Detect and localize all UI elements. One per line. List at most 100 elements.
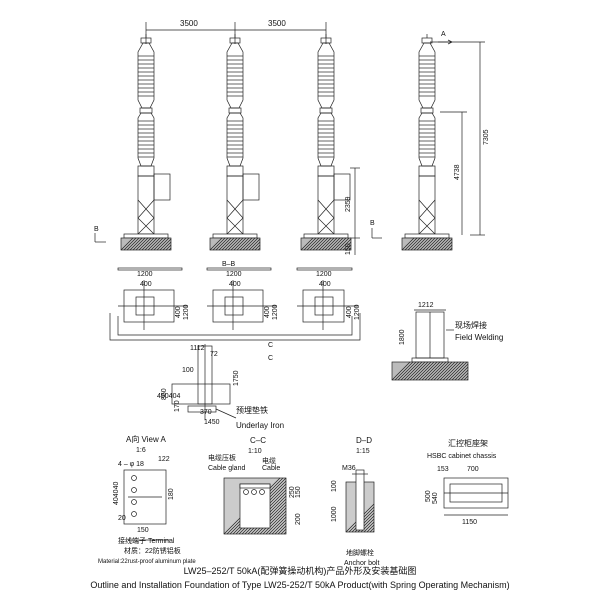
hatch-line [422, 237, 436, 251]
plan-dim-1112: 1112 [190, 345, 205, 352]
pole-elevations [120, 34, 352, 251]
hatch-line [445, 361, 465, 381]
anchor-bolt-en: Anchor bolt [344, 560, 379, 567]
section-b-left: B [94, 226, 99, 233]
hatch-line [336, 237, 350, 251]
hatch-line [120, 237, 134, 251]
hatch-line [404, 237, 418, 251]
bolt-hole-1 [131, 475, 137, 481]
hatch-line [254, 244, 261, 251]
section-c-bottom: C [268, 355, 273, 362]
hatch-line [259, 507, 287, 535]
hatch-line [454, 366, 469, 381]
section-dd-detail [345, 469, 375, 533]
view-a-dim-20: 20 [118, 515, 126, 522]
dim-4738: 4738 [454, 164, 461, 180]
view-a-dim-122: 122 [158, 456, 170, 463]
hatch-line [409, 361, 429, 381]
hatch-line [427, 361, 447, 381]
section-cc-detail [223, 477, 287, 535]
cable-trench-outer [109, 313, 361, 341]
plan-dim-100: 100 [182, 367, 194, 374]
section-cc-labels: C–C 1:10 电缆压板 Cable gland 电缆 Cable 250 1… [208, 436, 302, 525]
embedded-iron-cn: 预埋垫铁 [236, 405, 268, 415]
hatch-line [436, 361, 456, 381]
iron-leader [215, 408, 237, 419]
cabinet-pad [171, 383, 231, 405]
dd-dim-100: 100 [331, 480, 338, 492]
bolt-hole-2 [131, 487, 137, 493]
hatch-line [147, 237, 161, 251]
plan-dim-400404: 400404 [157, 393, 180, 400]
plan-dim-bar [117, 267, 183, 271]
dim-150-top: 150 [345, 243, 352, 255]
hatch-line [256, 504, 287, 535]
hatch-line [271, 519, 287, 535]
hatch-line [156, 237, 170, 251]
hatch-line [424, 361, 444, 381]
cabinet-labels: 1212 1800 现场焊接 Field Welding [399, 302, 503, 345]
view-a-marker: A [441, 31, 446, 38]
support-frame [418, 175, 436, 235]
mechanism-head [317, 165, 335, 177]
cable-2 [251, 489, 257, 495]
field-welding-en: Field Welding [455, 333, 503, 342]
plan-dim-72: 72 [210, 351, 218, 358]
upper-insulator [317, 42, 335, 109]
hatch-line [303, 237, 317, 251]
cross-brace [137, 199, 155, 235]
hatch-line [162, 241, 172, 251]
cable-cn: 电缆 [262, 456, 276, 465]
terminal-plate [123, 469, 167, 525]
pole-side [401, 34, 453, 251]
hatch-line [413, 237, 427, 251]
view-a-holes: 4 – φ 18 [118, 461, 144, 468]
hatch-line [403, 361, 423, 381]
hatch-line [466, 378, 469, 381]
plan-dim-400-side-a: 400 [175, 306, 182, 318]
pole-3 [300, 34, 352, 251]
terminal-label: 接线端子 Terminal [118, 536, 175, 545]
hatch-line [372, 530, 375, 533]
hatch-line [144, 237, 158, 251]
hatch-line [268, 516, 287, 535]
hatch-line [433, 361, 453, 381]
material-en: Material:22rust-proof aluminum plate [98, 559, 196, 565]
hatch-line [330, 237, 344, 251]
plan-foundation-3 [296, 267, 358, 330]
hatch-line [315, 237, 329, 251]
hatch-line [153, 237, 167, 251]
anchor-bolt [355, 469, 365, 531]
hatch-line [215, 237, 229, 251]
hatch-line [394, 361, 414, 381]
hatch-line [460, 372, 469, 381]
hatch-line [428, 237, 442, 251]
foundation-hatch [209, 237, 261, 251]
foundation-hatch [300, 237, 352, 251]
hatch-line [300, 237, 314, 251]
cc-dim-200: 200 [295, 513, 302, 525]
section-dd-title: D–D [356, 436, 372, 445]
view-a-dim-404040: 404040 [113, 482, 120, 505]
hatch-line [434, 237, 448, 251]
hatch-line [209, 237, 223, 251]
bolt-hole-3 [131, 499, 137, 505]
hatch-line [339, 238, 352, 251]
base-plate [303, 233, 349, 239]
dd-dim-1000: 1000 [331, 506, 338, 522]
hatch-line [265, 513, 287, 535]
dim-2359: 2359 [345, 196, 352, 212]
hatch-line [165, 244, 172, 251]
hatch-line [412, 361, 432, 381]
mechanism-dimensions: 2359 150 [345, 167, 360, 255]
view-a-dim-150: 150 [137, 527, 149, 534]
cable-3 [259, 489, 265, 495]
hatch-line [342, 241, 352, 251]
hatch-line [318, 237, 332, 251]
hatch-line [312, 237, 326, 251]
plan-dim-400-a: 400 [140, 281, 152, 288]
upper-insulator [137, 42, 155, 109]
hatch-line [425, 237, 439, 251]
hatch-line [401, 237, 415, 251]
material-cn: 材质：22防锈铝板 [124, 546, 181, 555]
